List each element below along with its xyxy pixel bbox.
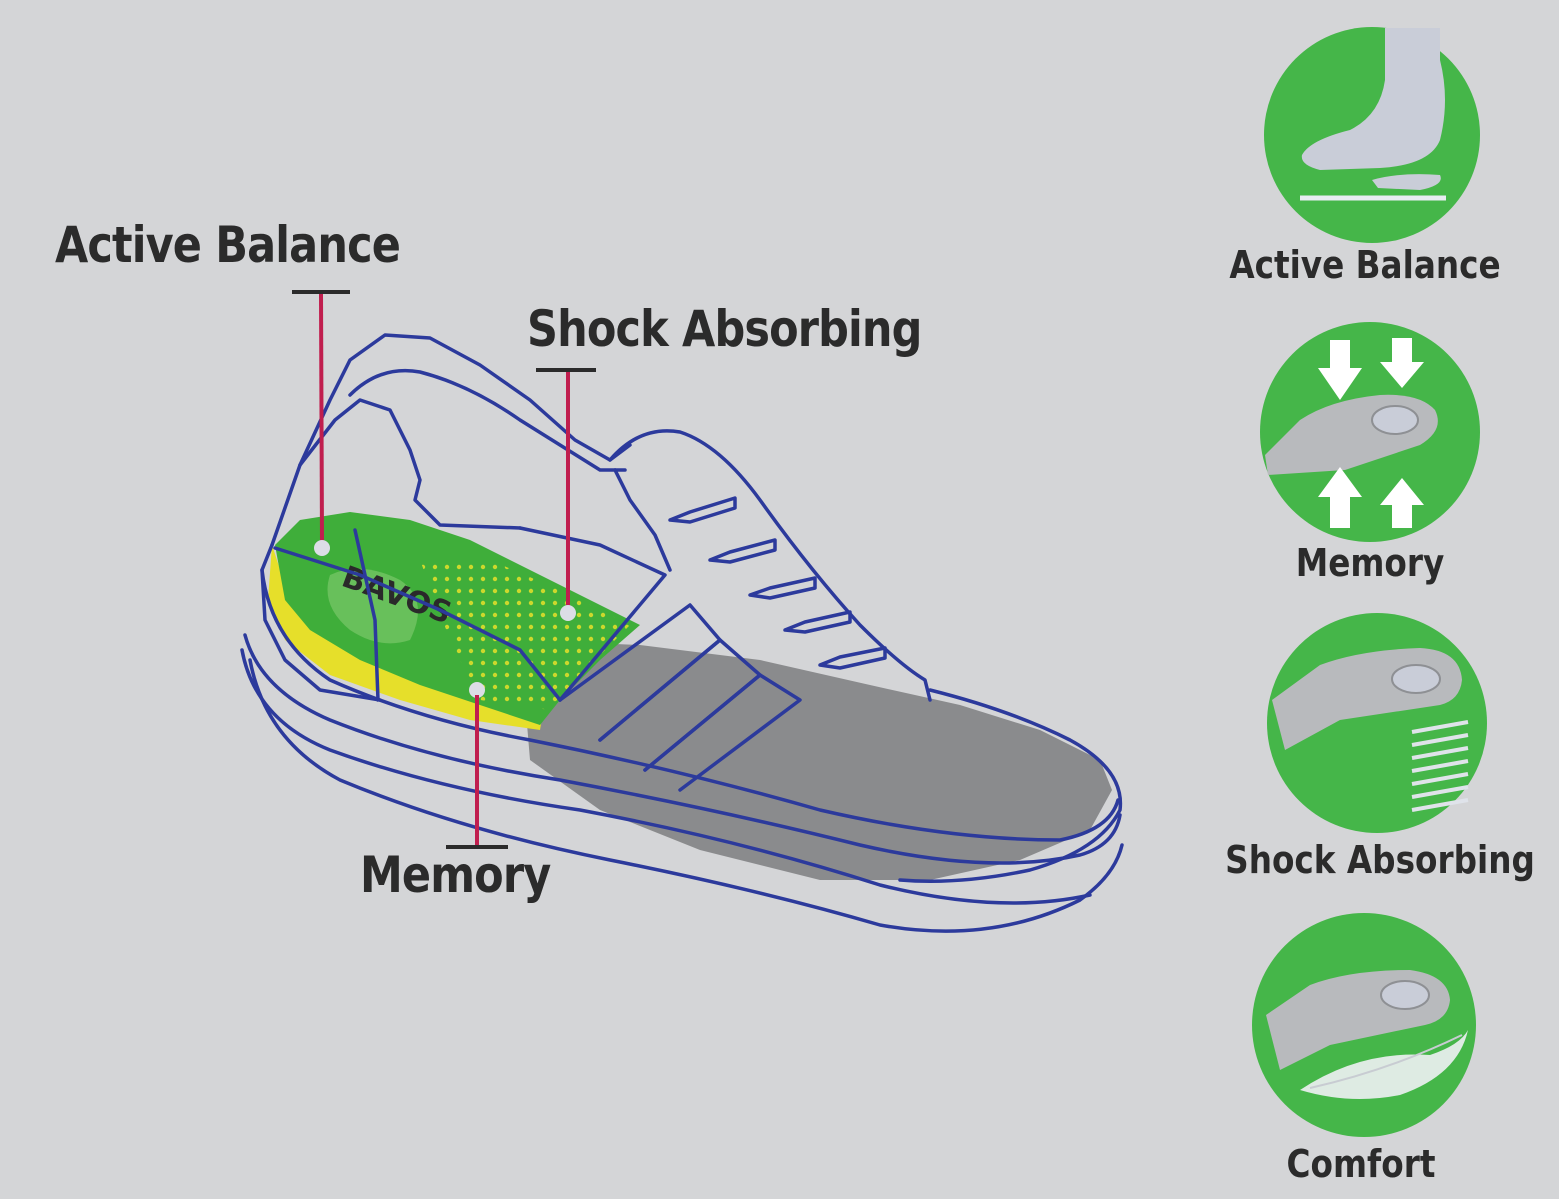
lace-slot-1 [668, 496, 737, 524]
shoe-illustration: BAVOS [240, 333, 1124, 933]
feature-label-comfort: Comfort [1286, 1142, 1436, 1186]
shoe-upper [518, 526, 667, 702]
foot-on-insole-icon [1264, 27, 1480, 243]
lace-slot-5 [818, 646, 887, 670]
outsole-line [248, 658, 1124, 933]
callout-label-memory: Memory [360, 846, 551, 904]
callout-label-shock-absorbing: Shock Absorbing [527, 300, 922, 358]
shoe-collar-loop [348, 368, 627, 472]
lace-slot-3 [748, 576, 817, 600]
lace-slot-4 [783, 610, 852, 634]
midsole-line-2 [243, 633, 1122, 865]
feature-label-memory: Memory [1295, 541, 1445, 585]
callout-shock-absorbing [536, 368, 596, 621]
sole-interior [520, 640, 1112, 880]
lace-slot-2 [708, 538, 777, 564]
shoe-heel [260, 543, 382, 702]
midsole-line-3 [240, 648, 1092, 905]
feature-label-active-balance: Active Balance [1229, 243, 1501, 287]
shoe-heel-seam-vertical [353, 528, 380, 702]
feather-heel-icon [1252, 913, 1476, 1137]
spring-heel-icon [1267, 613, 1487, 833]
shoe-tongue-inner [613, 468, 672, 572]
shoe-heel-seam [273, 546, 562, 702]
shoe-collar-inner [298, 398, 522, 530]
shoe-collar [270, 333, 632, 547]
callout-memory [446, 682, 508, 849]
midsole-line-1 [260, 568, 1120, 842]
callout-label-active-balance: Active Balance [55, 216, 401, 274]
feature-label-shock-absorbing: Shock Absorbing [1225, 838, 1535, 882]
shoe-toe [898, 688, 1123, 883]
shoe-side-stripe-3 [643, 673, 802, 792]
callout-active-balance [292, 290, 350, 556]
compression-arrows-icon [1260, 322, 1480, 542]
insole-dot-texture [420, 560, 630, 710]
